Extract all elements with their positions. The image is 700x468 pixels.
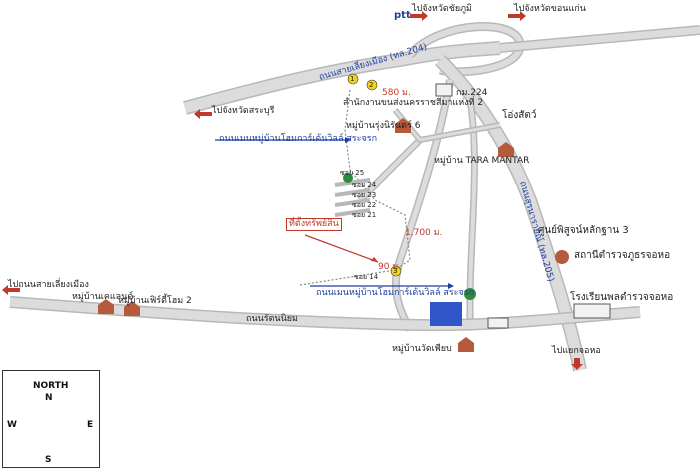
label-police: สถานีตำรวจภูธรจอหอ: [574, 250, 671, 261]
label-road-ratniyom: ถนนรัตนนิยม: [246, 314, 298, 324]
label-to-chorho: ไปแยกจอหอ: [552, 346, 601, 356]
marker-1: 1: [350, 75, 355, 83]
label-to-khonkaen: ไปจังหวัดขอนแก่น: [514, 4, 586, 14]
label-soi-14: ซอย 14: [354, 273, 379, 281]
arrow-icon: [2, 11, 583, 370]
label-soi-23: ซอย 23: [352, 191, 377, 199]
label-mu-kaelan: หมู่บ้านเคแลนด์: [72, 292, 134, 302]
label-tara-mantar: หมู่บ้าน TARA MANTAR: [434, 156, 530, 166]
building-icon: [435, 83, 611, 329]
compass-w: W: [7, 420, 17, 430]
compass-s: S: [45, 455, 52, 465]
marker-3: 3: [393, 267, 398, 275]
label-mu-watpayom: หมู่บ้านวัดเพียบ: [392, 344, 452, 354]
compass-north-title: NORTH: [33, 381, 69, 391]
label-mu-rungnirun: หมู่บ้านรุ่งนิรันดร์ 6: [346, 121, 421, 131]
ptt-logo: ptt: [394, 10, 411, 21]
label-dist-580: 580 ม.: [382, 88, 411, 98]
label-dist-90: 90 ม.: [378, 262, 402, 272]
label-soi-24: ซอย 24: [352, 181, 377, 189]
label-school: โรงเรียนพลตำรวจจอหอ: [570, 292, 674, 303]
house-icon: [98, 118, 514, 352]
label-ban-sua: โอ่งสัตว์: [502, 110, 537, 121]
label-soi-25: ซอย 25: [340, 169, 365, 177]
marker-2: 2: [369, 81, 374, 89]
label-to-chaiyaphum: ไปจังหวัดชัยภูมิ: [412, 4, 472, 14]
label-to-saraburi: ไปจังหวัดสระบุรี: [212, 106, 275, 116]
label-home-road-bottom: ถนนเมนหมู่บ้านโฮมการ์เด้นวิลล์ สระจรก: [316, 288, 475, 298]
label-office: สำนักงานขนส่งนครราชสีมาแห่งที่ 2: [343, 98, 484, 108]
label-soi-22: ซอย 22: [352, 201, 377, 209]
compass-n: N: [45, 393, 53, 403]
pond: [430, 302, 462, 326]
label-mu-ruedi: หมู่บ้านเฟิร์ดี้โฮม 2: [118, 296, 192, 306]
label-soi-21: ซอย 21: [352, 211, 377, 219]
label-to-bypass: ไปถนนสายเลี่ยงเมือง: [8, 280, 89, 290]
label-center3: ศูนย์พิสูจน์หลักฐาน 3: [538, 225, 629, 236]
label-dist-1700: 1,700 ม.: [405, 228, 443, 238]
compass-legend: NORTH N S E W: [2, 370, 100, 468]
label-home-road-top: ถนนเมนหมู่บ้านโฮมการ์เด้นวิลล์ สระจรก: [219, 134, 378, 144]
label-km-224: กม.224: [456, 88, 488, 98]
police-icon: [555, 250, 569, 264]
compass-e: E: [87, 420, 94, 430]
label-property: ที่ตั้งทรัพย์สิน: [286, 218, 342, 231]
